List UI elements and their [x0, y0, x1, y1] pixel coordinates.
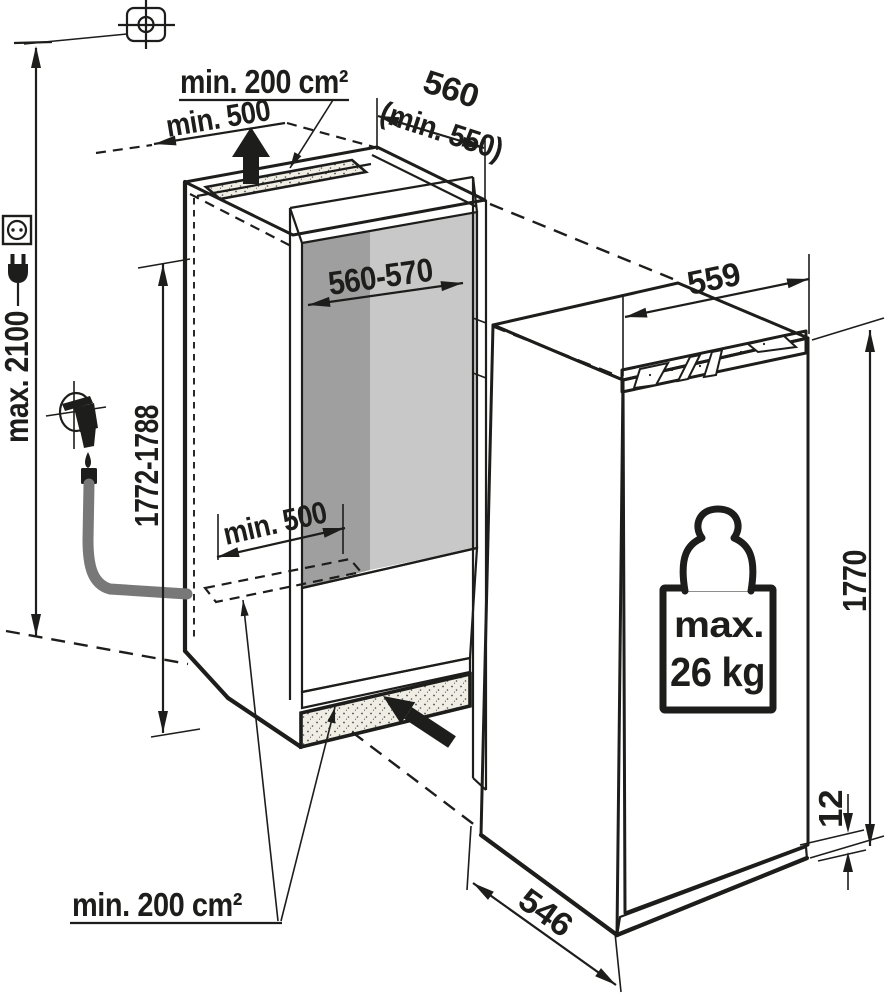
- base-front-bottom-edge: [614, 855, 810, 938]
- niche-width-dim-line: [307, 281, 464, 307]
- appliance-width-dim-line: [624, 277, 810, 319]
- appliance-height-ext-top: [811, 317, 885, 341]
- arrow-left-icon: [473, 883, 494, 900]
- arrow-left-icon: [217, 547, 240, 557]
- bottom-vent-area-label: min. 200 cm²: [72, 886, 242, 923]
- top-rim-line: [196, 162, 372, 198]
- opening-top-edge: [289, 175, 474, 210]
- ceiling-left-edge: [288, 207, 304, 244]
- leader-arrow-icon: [290, 152, 302, 168]
- airflow-out-arrow-icon: [232, 127, 270, 184]
- top-grille: [620, 329, 808, 394]
- hose-connector: [81, 468, 97, 484]
- appliance: max. 26 kg: [478, 281, 810, 938]
- airflow-in-arrow-icon: [383, 696, 456, 748]
- arrow-down-icon: [158, 711, 168, 733]
- niche-cabinet: [182, 145, 488, 791]
- niche-back-wall-light: [370, 212, 477, 570]
- frame-step-upper: [472, 317, 487, 324]
- top-right-rim-line: [371, 154, 478, 208]
- base-gap-label: 12: [812, 790, 849, 828]
- power-socket-icon: [1, 214, 33, 246]
- appliance-height-ext-bottom: [809, 835, 885, 859]
- arrow-right-icon: [440, 281, 463, 292]
- frame-bottom-edge: [472, 777, 487, 791]
- leader-arrow-icon: [240, 600, 249, 617]
- appliance-depth-ext-left: [466, 825, 472, 891]
- appliance-door: [621, 336, 810, 915]
- floor-front-band: [300, 656, 472, 710]
- water-tap-icon: [45, 381, 107, 449]
- base-gap-ext-bottom: [817, 849, 867, 862]
- max-load-weight-icon: max. 26 kg: [659, 505, 777, 714]
- max-ceiling-height-dimension: max. 2100: [0, 46, 41, 636]
- top-vent-area-label: min. 200 cm²: [180, 63, 348, 100]
- arrow-left-icon: [308, 296, 331, 307]
- outer-bottom-edge: [225, 695, 304, 750]
- projection-bottom: [351, 731, 477, 827]
- top-clearance-dim-line: [153, 121, 286, 146]
- door-load-label-line1: max.: [674, 604, 764, 645]
- arrow-down-icon: [31, 614, 41, 636]
- bottom-vent-leader-2: [280, 706, 336, 922]
- appliance-depth-label: 546: [512, 881, 580, 944]
- base-left-bottom-edge: [478, 832, 620, 938]
- leader-arrow-icon: [327, 707, 336, 724]
- top-clearance-ext-left: [95, 143, 153, 155]
- arrow-up-icon: [865, 330, 875, 352]
- floor-reference-line: [5, 629, 189, 666]
- arrow-right-icon: [595, 968, 616, 985]
- niche-height-label: 1772-1788: [128, 405, 165, 527]
- frame-step-lower: [472, 372, 487, 379]
- top-clearance-ext-right: [286, 121, 375, 149]
- appliance-depth-dim-line: [472, 882, 617, 986]
- base-gap-ext-top: [799, 829, 865, 846]
- appliance-left-side: [479, 323, 625, 937]
- arrow-right-icon: [461, 136, 484, 148]
- ceiling-anchor-icon: [118, 0, 175, 49]
- water-drop-icon: [85, 452, 91, 468]
- projection-top: [489, 202, 674, 281]
- arrow-left-icon: [378, 116, 400, 127]
- arrow-down-icon: [865, 824, 875, 846]
- arrow-up-icon: [158, 264, 168, 286]
- appliance-depth-ext-right: [614, 932, 622, 993]
- niche-back-wall-dark: [302, 231, 370, 588]
- hidden-top-left-edge: [189, 193, 294, 248]
- appliance-height-label: 1770: [836, 550, 873, 612]
- arrow-left-icon: [625, 307, 648, 318]
- plinth-vent-slot: [299, 671, 472, 750]
- niche-height-ext-bottom: [150, 728, 201, 738]
- arrow-right-icon: [786, 278, 809, 289]
- arrow-left-icon: [154, 135, 177, 146]
- arrow-right-icon: [322, 528, 345, 538]
- door-load-label-line2: 26 kg: [670, 649, 765, 695]
- niche-height-ext-top: [137, 258, 191, 269]
- max-ceiling-height-label: max. 2100: [0, 311, 35, 443]
- bottom-vent-leader-1: [242, 599, 279, 922]
- arrow-up-icon: [843, 852, 853, 872]
- outer-corner-edge: [182, 648, 231, 701]
- arrow-up-icon: [31, 46, 41, 68]
- arrow-down-icon: [843, 813, 853, 833]
- hose: [82, 478, 193, 600]
- ceiling-extension-line: [13, 40, 53, 45]
- power-plug-icon: [8, 254, 28, 306]
